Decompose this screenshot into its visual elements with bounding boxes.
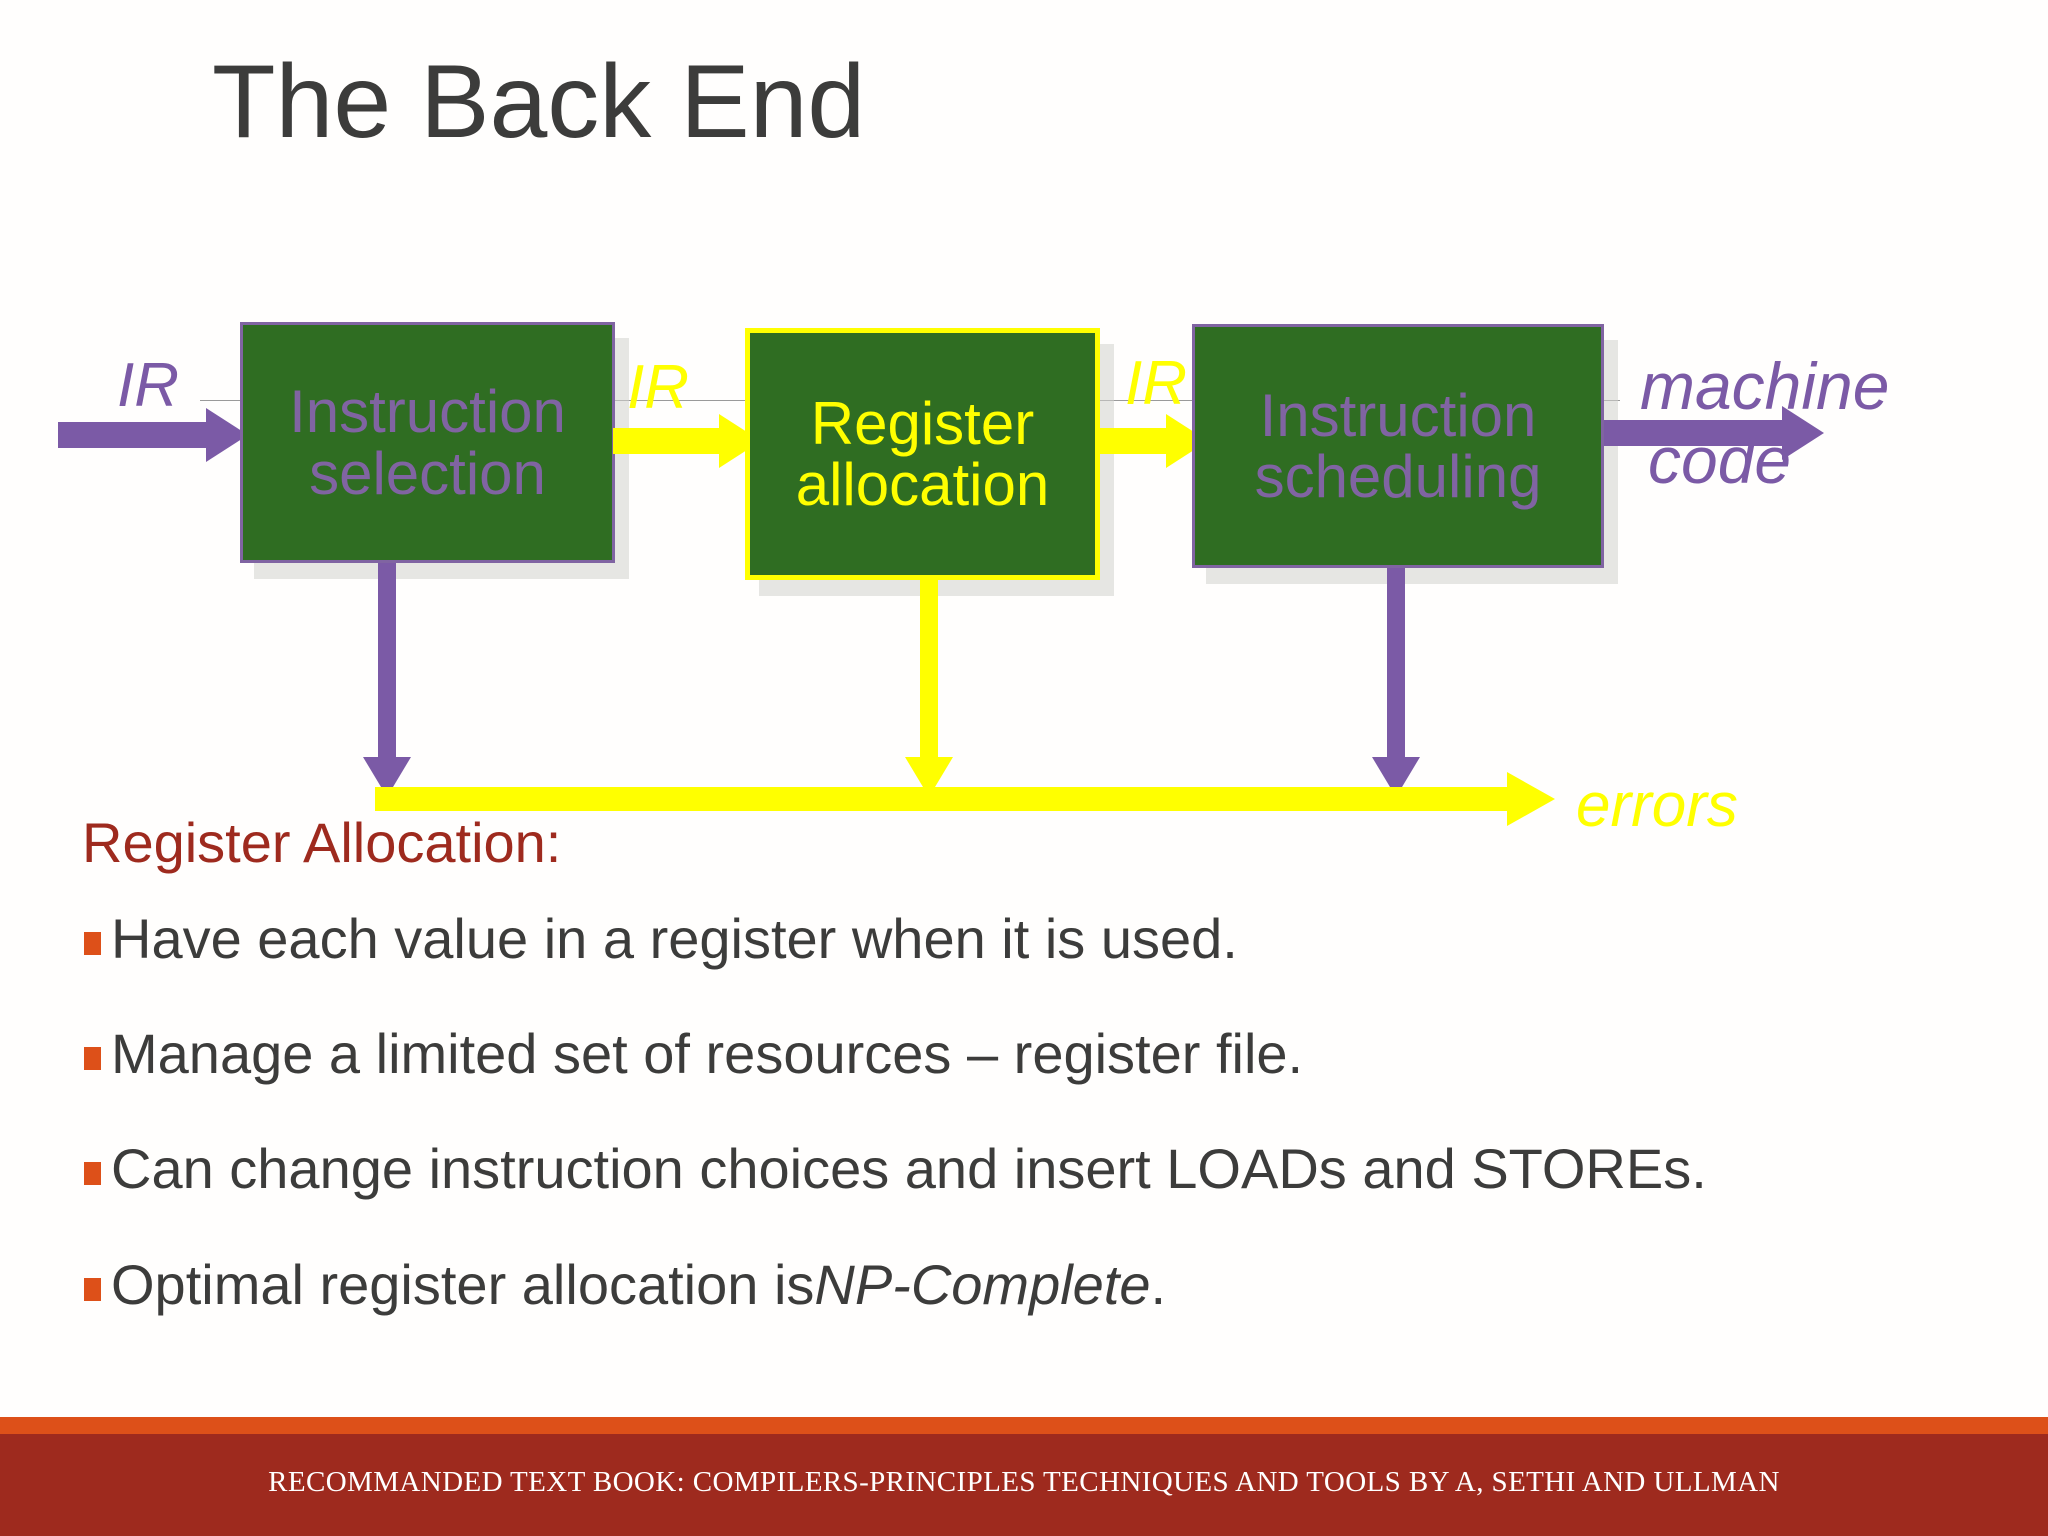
- machine-code-line2: code: [1648, 422, 1792, 497]
- arrow-shaft: [1387, 568, 1405, 757]
- list-item: Can change instruction choices and inser…: [84, 1136, 1707, 1201]
- box-instruction-selection-line2: selection: [309, 439, 546, 507]
- box-instruction-selection-line1: Instruction: [289, 378, 566, 446]
- list-item: Manage a limited set of resources – regi…: [84, 1021, 1303, 1086]
- box-register-allocation-line2: allocation: [795, 451, 1050, 518]
- bullet-square-icon: [84, 1278, 101, 1301]
- box-instruction-scheduling[interactable]: Instruction scheduling: [1192, 324, 1604, 568]
- ir-label-2: IR: [627, 353, 689, 422]
- list-item-text: Have each value in a register when it is…: [111, 907, 1238, 970]
- ir-label-1: IR: [117, 351, 179, 420]
- arrow-drop-from-instruction-scheduling: [1372, 568, 1420, 797]
- list-item: Optimal register allocation is NP-Comple…: [84, 1252, 1166, 1317]
- arrow-shaft: [378, 563, 396, 757]
- arrow-shaft: [613, 428, 727, 454]
- machine-code-label: machine code: [1640, 349, 1890, 498]
- list-item-emphasis: NP-Complete: [814, 1253, 1151, 1316]
- errors-label: errors: [1576, 771, 1738, 840]
- arrow-drop-from-instruction-selection: [363, 563, 411, 797]
- footer-band: RECOMMANDED TEXT BOOK: COMPILERS-PRINCIP…: [0, 1417, 2048, 1536]
- bullet-square-icon: [84, 1047, 101, 1070]
- bullet-square-icon: [84, 1162, 101, 1185]
- arrow-selection-to-allocation: [613, 414, 769, 468]
- arrow-shaft: [1604, 420, 1790, 446]
- arrow-head: [1507, 772, 1555, 826]
- box-instruction-scheduling-line1: Instruction: [1259, 381, 1537, 449]
- ir-label-3: IR: [1125, 349, 1187, 418]
- arrow-input-to-instruction-selection: [58, 408, 256, 462]
- box-instruction-scheduling-line2: scheduling: [1254, 443, 1542, 510]
- page-title: The Back End: [212, 44, 866, 160]
- backend-pipeline-diagram: IR Instruction selection IR Register all…: [0, 200, 2048, 860]
- list-item: Have each value in a register when it is…: [84, 906, 1238, 971]
- box-register-allocation-line1: Register: [810, 389, 1035, 457]
- footer-text: RECOMMANDED TEXT BOOK: COMPILERS-PRINCIP…: [268, 1466, 1780, 1498]
- box-instruction-selection[interactable]: Instruction selection: [240, 322, 615, 563]
- arrow-shaft: [375, 787, 1515, 811]
- arrow-shaft: [920, 580, 938, 757]
- list-item-suffix: .: [1150, 1253, 1167, 1316]
- footer-accent-stripe: [0, 1417, 2048, 1434]
- arrow-drop-from-register-allocation: [905, 580, 953, 797]
- list-item-text: Can change instruction choices and inser…: [111, 1137, 1707, 1200]
- arrow-shaft: [58, 422, 214, 448]
- bullet-square-icon: [84, 932, 101, 955]
- arrow-output-machine-code: [1604, 406, 1832, 460]
- arrow-head: [1782, 406, 1824, 460]
- list-item-text: Manage a limited set of resources – regi…: [111, 1022, 1304, 1085]
- list-item-text: Optimal register allocation is: [111, 1253, 815, 1316]
- section-heading: Register Allocation:: [82, 811, 562, 874]
- arrow-shaft: [1100, 428, 1174, 454]
- box-register-allocation[interactable]: Register allocation: [745, 328, 1100, 580]
- machine-code-line1: machine: [1640, 349, 1890, 423]
